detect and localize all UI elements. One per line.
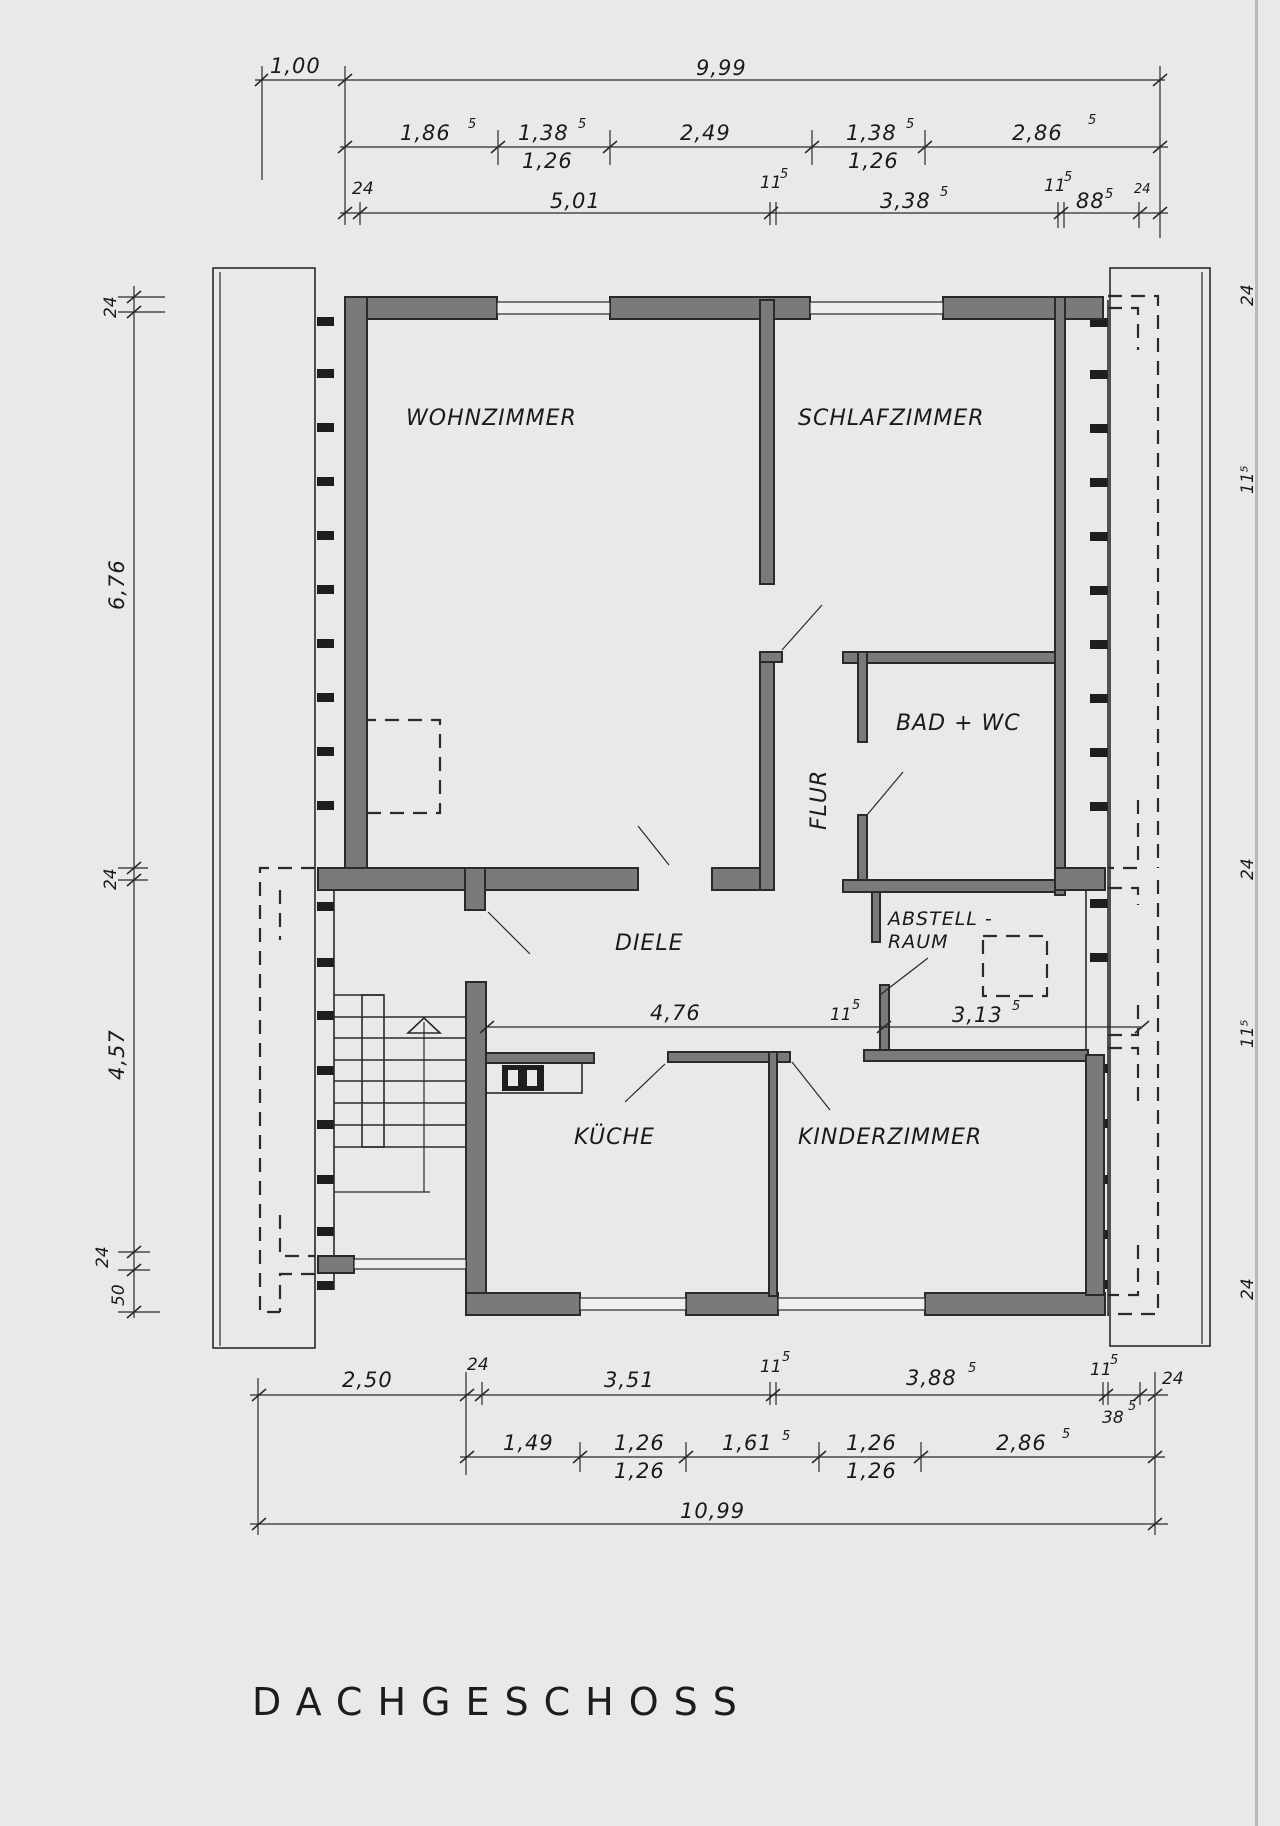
top-dimensions: 1,00 9,99 1,86 5 1,38 5 1,26 2,49 1,38 5… <box>254 54 1168 238</box>
walls <box>317 296 1106 1316</box>
room-label-abstellraum-2: RAUM <box>888 931 949 953</box>
svg-text:5: 5 <box>1110 1353 1118 1368</box>
staircase <box>334 994 466 1193</box>
dim-interior-1: 4,76 <box>650 1001 701 1025</box>
svg-text:5: 5 <box>782 1350 790 1365</box>
dim-left-4: 4,57 <box>105 1029 129 1080</box>
right-dimensions: 24 11⁵ 24 11⁵ 24 <box>1238 284 1258 1300</box>
svg-text:5: 5 <box>1064 170 1072 185</box>
hidden-outlines <box>258 294 1160 1316</box>
door-swings <box>487 604 929 1111</box>
svg-text:5: 5 <box>468 117 476 132</box>
dim-top-r3-1: 24 <box>352 179 374 199</box>
dim-bottom-r1-3: 3,51 <box>604 1368 655 1392</box>
svg-text:1,26: 1,26 <box>848 149 899 173</box>
svg-text:1,26: 1,26 <box>614 1459 665 1483</box>
dim-top-total: 9,99 <box>696 56 747 80</box>
svg-text:11⁵: 11⁵ <box>1238 1019 1258 1048</box>
svg-text:24: 24 <box>467 1355 489 1375</box>
svg-text:5: 5 <box>1105 187 1113 202</box>
svg-text:5: 5 <box>1088 113 1096 128</box>
svg-text:5: 5 <box>578 117 586 132</box>
room-label-flur: FLUR <box>807 770 832 830</box>
svg-text:24: 24 <box>1162 1369 1184 1389</box>
dim-bottom-r2-4: 1,26 <box>846 1431 897 1455</box>
svg-text:24: 24 <box>1238 1278 1258 1300</box>
room-label-schlafzimmer: SCHLAFZIMMER <box>798 406 985 431</box>
svg-text:88: 88 <box>1076 189 1105 213</box>
svg-text:5: 5 <box>780 167 788 182</box>
drawing-title: DACHGESCHOSS <box>252 1680 752 1724</box>
page-edge-line <box>1255 0 1258 1826</box>
left-dimensions: 24 6,76 24 4,57 24 50 <box>93 286 165 1319</box>
dim-top-r2-2: 1,38 <box>518 121 569 145</box>
dim-left-5: 24 <box>93 1246 113 1268</box>
roof-eaves <box>212 267 1211 1349</box>
svg-text:5: 5 <box>852 998 860 1013</box>
dim-top-r2-1: 1,86 <box>400 121 451 145</box>
dim-bottom-r1-1: 2,50 <box>342 1368 393 1392</box>
dim-left-6: 50 <box>109 1284 129 1306</box>
room-label-kinderzimmer: KINDERZIMMER <box>798 1125 982 1150</box>
stair-direction-arrow-icon <box>405 1016 443 1034</box>
dim-interior-2: 3,13 <box>952 1003 1003 1027</box>
dim-bottom-total: 10,99 <box>680 1499 745 1523</box>
svg-text:11: 11 <box>760 173 782 193</box>
dim-left-1: 24 <box>101 296 121 318</box>
svg-text:5: 5 <box>968 1361 976 1376</box>
svg-text:5: 5 <box>1128 1399 1136 1414</box>
dim-bottom-r2-3: 1,61 <box>722 1431 773 1455</box>
svg-text:24: 24 <box>1134 182 1151 197</box>
windows <box>353 301 944 1311</box>
room-label-abstellraum-1: ABSTELL - <box>886 908 993 930</box>
svg-text:5: 5 <box>782 1429 790 1444</box>
interior-dimension: 4,76 11 5 3,13 5 <box>479 998 1150 1034</box>
svg-text:24: 24 <box>1238 284 1258 306</box>
dim-top-r2-5: 2,86 <box>1012 121 1063 145</box>
svg-text:11: 11 <box>830 1005 852 1025</box>
dim-top-r3-4: 3,38 <box>880 189 931 213</box>
dim-top-r2-4: 1,38 <box>846 121 897 145</box>
svg-text:38: 38 <box>1102 1408 1124 1428</box>
room-labels: WOHNZIMMER SCHLAFZIMMER FLUR BAD + WC DI… <box>406 406 1021 1150</box>
kitchen-stove <box>485 1062 583 1094</box>
dim-bottom-r2-2: 1,26 <box>614 1431 665 1455</box>
bottom-dimensions: 2,50 24 3,51 11 5 3,88 5 11 5 24 38 5 1,… <box>250 1350 1184 1535</box>
room-label-bad-wc: BAD + WC <box>896 711 1021 736</box>
dim-top-r3-2: 5,01 <box>550 189 601 213</box>
dim-left-3: 24 <box>101 868 121 890</box>
svg-text:11: 11 <box>1044 176 1066 196</box>
dim-top-r2-3: 2,49 <box>680 121 731 145</box>
svg-text:11: 11 <box>1090 1360 1112 1380</box>
svg-text:1,26: 1,26 <box>846 1459 897 1483</box>
dim-bottom-r2-1: 1,49 <box>503 1431 554 1455</box>
svg-text:5: 5 <box>1062 1427 1070 1442</box>
room-label-diele: DIELE <box>615 931 684 956</box>
rafters-left <box>317 317 335 1290</box>
svg-text:5: 5 <box>1012 999 1020 1014</box>
room-label-kueche: KÜCHE <box>574 1124 655 1150</box>
svg-text:11⁵: 11⁵ <box>1238 465 1258 494</box>
dim-left-2: 6,76 <box>105 559 129 610</box>
room-label-wohnzimmer: WOHNZIMMER <box>406 406 577 431</box>
svg-text:1,26: 1,26 <box>522 149 573 173</box>
svg-text:5: 5 <box>906 117 914 132</box>
dim-bottom-r1-5: 3,88 <box>906 1366 957 1390</box>
svg-text:24: 24 <box>1238 858 1258 880</box>
dim-top-1: 1,00 <box>270 54 321 78</box>
svg-text:5: 5 <box>940 185 948 200</box>
svg-text:11: 11 <box>760 1357 782 1377</box>
dim-bottom-r2-5: 2,86 <box>996 1431 1047 1455</box>
